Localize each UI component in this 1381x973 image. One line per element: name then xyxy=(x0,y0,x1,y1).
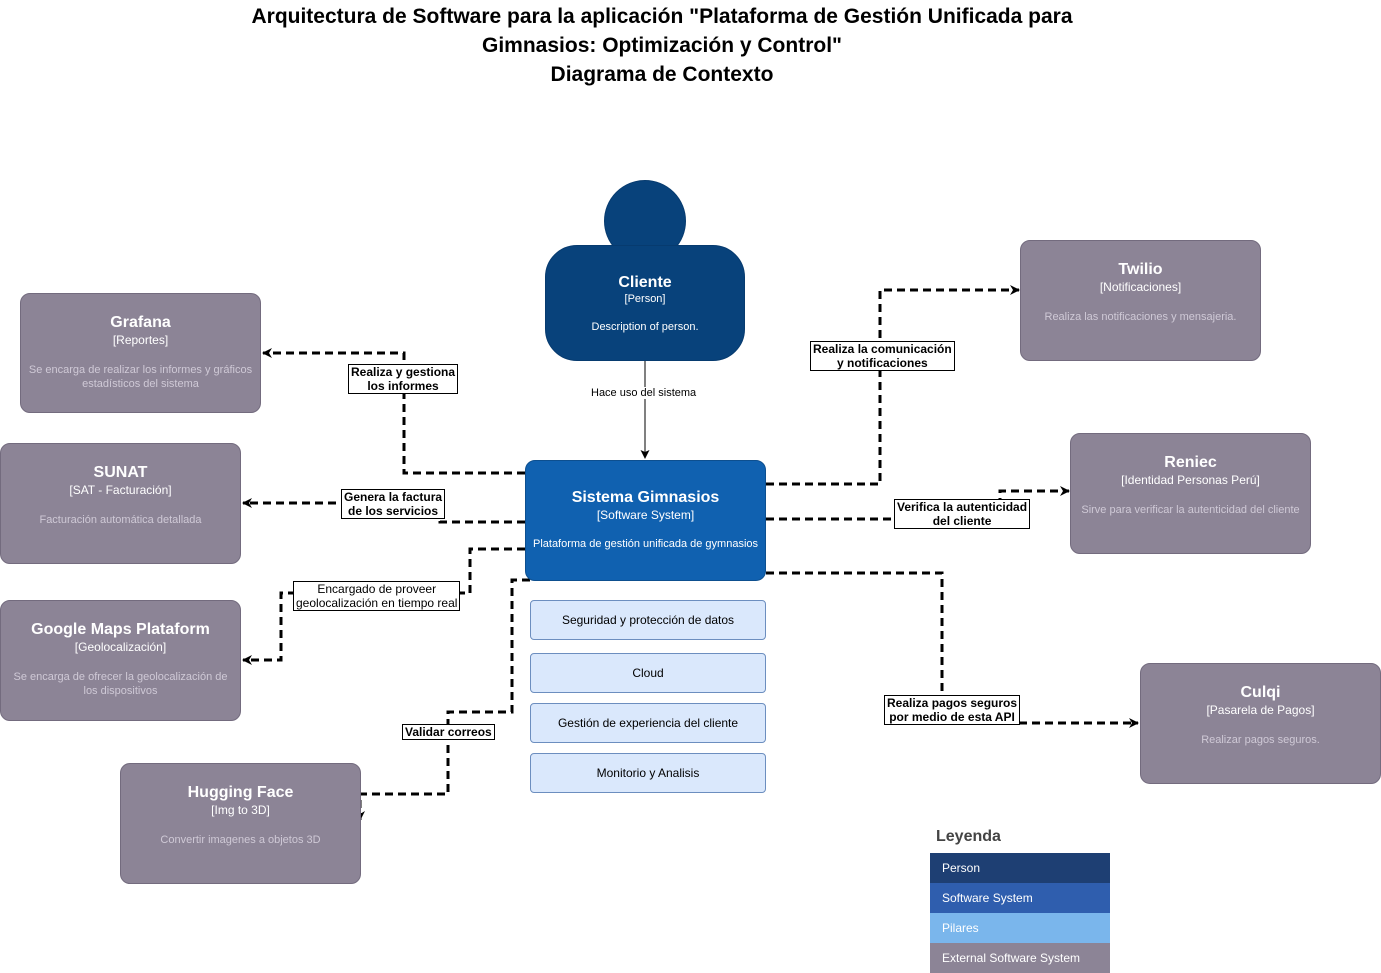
system-tag: [Software System] xyxy=(596,508,695,522)
person-name: Cliente xyxy=(618,274,672,291)
title-line-1: Arquitectura de Software para la aplicac… xyxy=(251,5,1073,28)
edge-label-twilio-line2: y notificaciones xyxy=(837,356,928,370)
external-reniec[interactable]: Reniec [Identidad Personas Perú] Sirve p… xyxy=(1070,433,1311,554)
edge-label-grafana: Realiza y gestiona los informes xyxy=(348,364,459,394)
diagram-title: Arquitectura de Software para la aplicac… xyxy=(150,2,1174,89)
sunat-tag: [SAT - Facturación] xyxy=(69,483,172,497)
edge-label-gmaps: Encargado de proveer geolocalización en … xyxy=(293,581,461,611)
title-line-3: Diagrama de Contexto xyxy=(550,63,774,86)
system-desc: Plataforma de gestión unificada de gymna… xyxy=(532,538,759,550)
twilio-desc: Realiza las notificaciones y mensajeria. xyxy=(1044,311,1237,323)
edge-label-sunat: Genera la factura de los servicios xyxy=(341,489,446,519)
title-line-2: Gimnasios: Optimización y Control" xyxy=(482,34,842,57)
edge-label-grafana-line1: Realiza y gestiona xyxy=(351,365,456,379)
system-name: Sistema Gimnasios xyxy=(571,489,720,506)
culqi-desc: Realizar pagos seguros. xyxy=(1201,734,1320,746)
edge-label-reniec-line1: Verifica la autenticidad xyxy=(897,500,1028,514)
external-grafana[interactable]: Grafana [Reportes] Se encarga de realiza… xyxy=(20,293,261,413)
edge-label-sunat-line1: Genera la factura xyxy=(344,490,443,504)
pillar-cloud[interactable]: Cloud xyxy=(530,653,766,693)
person-cliente[interactable]: Cliente [Person] Description of person. xyxy=(545,245,745,361)
edge-label-reniec: Verifica la autenticidad del cliente xyxy=(894,499,1031,529)
pillar-monitoreo[interactable]: Monitorio y Analisis xyxy=(530,753,766,793)
grafana-tag: [Reportes] xyxy=(112,333,169,347)
culqi-tag: [Pasarela de Pagos] xyxy=(1206,703,1315,717)
grafana-name: Grafana xyxy=(110,314,171,331)
legend-item-software-system: Software System xyxy=(930,883,1110,913)
reniec-desc: Sirve para verificar la autenticidad del… xyxy=(1081,504,1300,516)
twilio-tag: [Notificaciones] xyxy=(1099,280,1182,294)
edge-label-person-system: Hace uso del sistema xyxy=(591,387,697,399)
person-desc: Description of person. xyxy=(591,321,699,333)
hf-name: Hugging Face xyxy=(187,784,294,801)
legend-item-pilares: Pilares xyxy=(930,913,1110,943)
external-sunat[interactable]: SUNAT [SAT - Facturación] Facturación au… xyxy=(0,443,241,564)
edge-label-grafana-line2: los informes xyxy=(367,379,439,393)
external-culqi[interactable]: Culqi [Pasarela de Pagos] Realizar pagos… xyxy=(1140,663,1381,784)
edge-label-culqi: Realiza pagos seguros por medio de esta … xyxy=(884,695,1021,725)
edge-hf xyxy=(355,578,530,821)
culqi-name: Culqi xyxy=(1240,684,1281,701)
edge-label-hf: Validar correos xyxy=(402,724,495,740)
sunat-name: SUNAT xyxy=(93,464,148,481)
legend-item-person: Person xyxy=(930,853,1110,883)
reniec-tag: [Identidad Personas Perú] xyxy=(1121,473,1260,487)
system-gimnasios[interactable]: Sistema Gimnasios [Software System] Plat… xyxy=(525,460,766,581)
edge-culqi xyxy=(766,571,1139,728)
external-google-maps[interactable]: Google Maps Plataform [Geolocalización] … xyxy=(0,600,241,721)
edge-label-gmaps-line1: Encargado de proveer xyxy=(317,582,437,596)
twilio-name: Twilio xyxy=(1118,261,1163,278)
edge-twilio xyxy=(766,285,1020,486)
edge-label-reniec-line2: del cliente xyxy=(932,514,992,528)
external-hugging-face[interactable]: Hugging Face [Img to 3D] Convertir image… xyxy=(120,763,361,884)
edge-label-twilio-line1: Realiza la comunicación xyxy=(813,342,952,356)
gmaps-desc: Se encarga de ofrecer la geolocalización… xyxy=(13,671,228,697)
pillar-seguridad[interactable]: Seguridad y protección de datos xyxy=(530,600,766,640)
hf-desc: Convertir imagenes a objetos 3D xyxy=(160,834,321,846)
gmaps-name: Google Maps Plataform xyxy=(31,621,210,638)
sunat-desc: Facturación automática detallada xyxy=(39,514,202,526)
edge-label-sunat-line2: de los servicios xyxy=(348,504,439,518)
edge-label-culqi-line2: por medio de esta API xyxy=(889,710,1015,724)
gmaps-tag: [Geolocalización] xyxy=(74,640,167,654)
person-tag: [Person] xyxy=(624,293,666,305)
edge-label-twilio: Realiza la comunicación y notificaciones xyxy=(810,341,955,371)
edge-label-culqi-line1: Realiza pagos seguros xyxy=(887,696,1018,710)
edge-gmaps xyxy=(242,547,525,665)
legend-item-external: External Software System xyxy=(930,943,1110,973)
reniec-name: Reniec xyxy=(1164,454,1217,471)
pillar-experiencia[interactable]: Gestión de experiencia del cliente xyxy=(530,703,766,743)
external-twilio[interactable]: Twilio [Notificaciones] Realiza las noti… xyxy=(1020,240,1261,361)
legend-title: Leyenda xyxy=(936,828,1001,845)
edge-label-gmaps-line2: geolocalización en tiempo real xyxy=(296,596,458,610)
grafana-desc: Se encarga de realizar los informes y gr… xyxy=(28,364,253,390)
hf-tag: [Img to 3D] xyxy=(211,803,270,817)
